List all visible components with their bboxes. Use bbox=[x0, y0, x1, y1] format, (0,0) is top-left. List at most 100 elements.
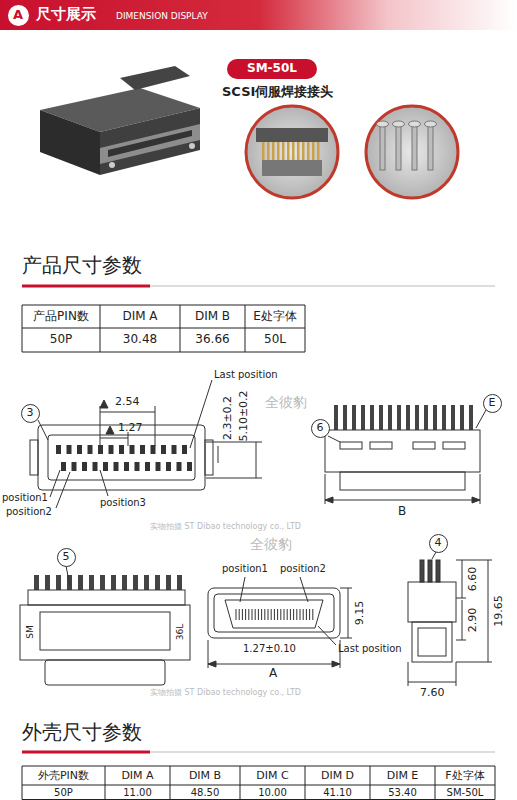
front-view-drawing-part-part bbox=[182, 445, 187, 454]
photo-inset-solder-part-part bbox=[302, 142, 305, 160]
photo-inset-solder-part-part bbox=[317, 142, 320, 160]
table-cell: F处字体 bbox=[445, 769, 484, 782]
end-view-drawing-part bbox=[412, 622, 452, 662]
front-view-drawing-part-part bbox=[161, 445, 166, 454]
side-view-drawing-part-part bbox=[352, 405, 356, 430]
table-cell: 50L bbox=[264, 333, 286, 347]
side-view-drawing-part bbox=[370, 442, 392, 449]
table-grid-part bbox=[170, 766, 171, 800]
section-underline-part bbox=[22, 285, 150, 288]
front-view-drawing-part bbox=[50, 470, 60, 497]
pin-label: position3 bbox=[100, 497, 146, 509]
dimension: 7.60 bbox=[420, 687, 445, 700]
side-view-drawing-part-part bbox=[451, 405, 455, 430]
product-photo-part bbox=[120, 66, 190, 90]
node-text: A bbox=[13, 8, 23, 22]
top-view-drawing-part bbox=[66, 566, 70, 586]
photo-inset-solder-part-part bbox=[287, 142, 290, 160]
side-view-drawing-part bbox=[325, 497, 333, 503]
dimension: 1.27±0.10 bbox=[243, 643, 296, 655]
photo-inset-solder-part-part bbox=[267, 142, 270, 160]
front-view-drawing-part-part bbox=[187, 462, 192, 471]
table-cell: 53.40 bbox=[388, 787, 417, 799]
end-view-drawing-part bbox=[428, 560, 432, 582]
front-view-drawing-part bbox=[106, 426, 114, 434]
front-view-drawing-part bbox=[100, 400, 108, 408]
table-grid-part bbox=[22, 305, 23, 352]
mating-face-drawing-part-part bbox=[258, 609, 259, 620]
mating-face-drawing-part bbox=[236, 609, 313, 620]
table-cell: SM-50L bbox=[447, 787, 484, 799]
photo-inset-screws-part-part bbox=[428, 125, 433, 170]
side-view-drawing-part-part bbox=[469, 405, 473, 430]
side-view-drawing-part-part bbox=[415, 405, 419, 430]
mating-face-drawing-part-part bbox=[245, 609, 246, 620]
front-view-drawing-part-part bbox=[166, 462, 171, 471]
table-cell: DIM A bbox=[121, 769, 153, 782]
product-photo-part bbox=[189, 143, 195, 149]
table-cell: 41.10 bbox=[323, 787, 352, 799]
table-grid-part bbox=[180, 305, 181, 352]
front-view-drawing-part-part bbox=[140, 445, 145, 454]
mating-face-drawing-part-part bbox=[239, 609, 240, 620]
photo-inset-solder-part-part bbox=[312, 142, 315, 160]
photo-inset-solder bbox=[246, 106, 338, 198]
table-grid-part bbox=[305, 766, 306, 800]
mating-face-drawing-part-part bbox=[303, 609, 304, 620]
dimension: 2.54 bbox=[115, 396, 140, 409]
node-text: 4 bbox=[435, 537, 442, 549]
table-grid-part bbox=[100, 305, 101, 352]
front-view-drawing-part bbox=[100, 412, 155, 413]
mating-face-drawing-part-part bbox=[309, 609, 310, 620]
header-bar bbox=[0, 0, 517, 30]
table-grid-part bbox=[495, 766, 496, 800]
photo-inset-screws-part-part bbox=[409, 121, 421, 127]
product-photo-part bbox=[100, 108, 200, 175]
section-header: 尺寸展示 bbox=[36, 6, 96, 23]
end-view-drawing-part bbox=[420, 560, 424, 582]
photo-inset-screws-part-part bbox=[396, 125, 401, 170]
mating-face-drawing-part-part bbox=[248, 609, 249, 620]
front-view-drawing-part-part bbox=[109, 445, 114, 454]
section-title: 产品尺寸参数 bbox=[22, 254, 142, 277]
product-photo-part bbox=[109, 162, 115, 168]
product-photo bbox=[40, 66, 200, 175]
end-view-drawing-part bbox=[456, 598, 466, 599]
photo-inset-solder-part bbox=[256, 128, 328, 142]
table-cell: 产品PIN数 bbox=[33, 310, 89, 324]
header-bar-part bbox=[0, 0, 517, 30]
dimension: 1.27 bbox=[118, 422, 143, 435]
mating-face-drawing-part-part bbox=[287, 609, 288, 620]
side-view-drawing-part bbox=[340, 472, 465, 490]
front-view-drawing-part-part bbox=[114, 462, 119, 471]
front-view-drawing-part-part bbox=[103, 462, 108, 471]
front-view-drawing-part bbox=[206, 478, 262, 479]
mating-face-drawing-part bbox=[340, 588, 352, 589]
side-view-drawing-part-part bbox=[442, 405, 446, 430]
front-view-drawing-part-part bbox=[93, 462, 98, 471]
side-view-drawing-part bbox=[476, 410, 486, 428]
side-view-drawing-part bbox=[472, 497, 480, 503]
mating-face-drawing-part-part bbox=[274, 609, 275, 620]
mating-face-drawing-part bbox=[340, 638, 352, 639]
mating-face-drawing-part bbox=[214, 594, 334, 632]
front-view-drawing-part-part bbox=[98, 445, 103, 454]
table-cell: 10.00 bbox=[258, 787, 287, 799]
table-grid bbox=[22, 305, 495, 800]
mating-face-drawing-part-part bbox=[300, 609, 301, 620]
photo-inset-solder-part-part bbox=[297, 142, 300, 160]
callout-number: E bbox=[483, 394, 502, 413]
table-grid-part bbox=[305, 305, 306, 352]
front-view-drawing-part bbox=[38, 425, 205, 490]
photo-inset-solder-part-part bbox=[292, 142, 295, 160]
watermark: 全彼豹 bbox=[265, 394, 307, 410]
table-grid-part bbox=[22, 305, 305, 306]
front-view-drawing-part-part bbox=[130, 445, 135, 454]
node-text: E bbox=[489, 397, 496, 409]
mating-face-drawing-part bbox=[240, 577, 245, 602]
table-cell: DIM C bbox=[256, 769, 288, 782]
dimension: A bbox=[269, 667, 277, 681]
top-view-drawing bbox=[20, 566, 190, 685]
side-view-drawing-part-part bbox=[424, 405, 428, 430]
